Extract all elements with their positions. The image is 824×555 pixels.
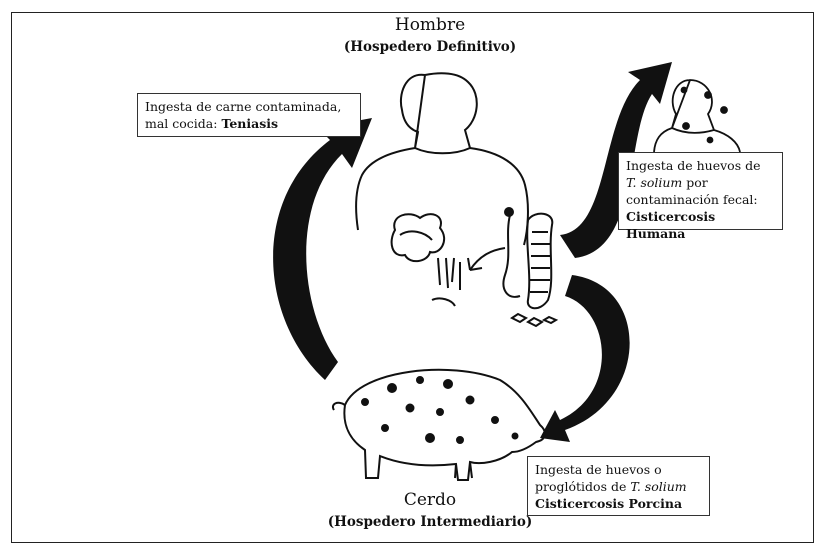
teniasis-line-1: Ingesta de carne contaminada,: [145, 98, 353, 115]
pig-figure: [333, 370, 545, 480]
cisticercosis-humana-label-box: Ingesta de huevos de T. solium por conta…: [618, 152, 783, 230]
teniasis-line-2-text: mal cocida:: [145, 116, 221, 131]
teniasis-line-2: mal cocida: Teniasis: [145, 115, 353, 132]
cist-porcina-line-3: Cisticercosis Porcina: [535, 495, 702, 512]
cist-humana-line-4: Cisticercosis Humana: [626, 208, 775, 242]
pig-host-subtitle: (Hospedero Intermediario): [310, 513, 550, 531]
human-host-title: Hombre: [340, 15, 520, 35]
cist-porcina-line-2: proglótidos de T. solium: [535, 478, 702, 495]
cist-humana-line-2-text: por: [682, 175, 707, 190]
cist-humana-line-1: Ingesta de huevos de: [626, 157, 775, 174]
arrow-human-to-pig: [540, 275, 630, 442]
human-figure: [356, 73, 528, 245]
cist-porcina-disease-name: Cisticercosis Porcina: [535, 496, 682, 511]
cist-humana-line-2: T. solium por: [626, 174, 775, 191]
teniasis-disease-name: Teniasis: [221, 116, 278, 131]
arrow-pig-to-human: [273, 118, 372, 380]
pig-host-title: Cerdo: [340, 490, 520, 510]
cist-humana-disease-name: Cisticercosis Humana: [626, 209, 715, 241]
tapeworm-illustration: [503, 208, 556, 326]
cisticercosis-porcina-label-box: Ingesta de huevos o proglótidos de T. so…: [527, 456, 710, 516]
human-host-subtitle: (Hospedero Definitivo): [320, 38, 540, 56]
intestine-illustration: [392, 214, 505, 306]
cist-porcina-line-2-text: proglótidos de: [535, 479, 630, 494]
cist-humana-species: T. solium: [626, 175, 682, 190]
human-cysticercosis-figure: [654, 80, 740, 152]
cist-porcina-line-1: Ingesta de huevos o: [535, 461, 702, 478]
cist-humana-line-3: contaminación fecal:: [626, 191, 775, 208]
cist-porcina-species: T. solium: [630, 479, 686, 494]
teniasis-label-box: Ingesta de carne contaminada, mal cocida…: [137, 93, 361, 137]
